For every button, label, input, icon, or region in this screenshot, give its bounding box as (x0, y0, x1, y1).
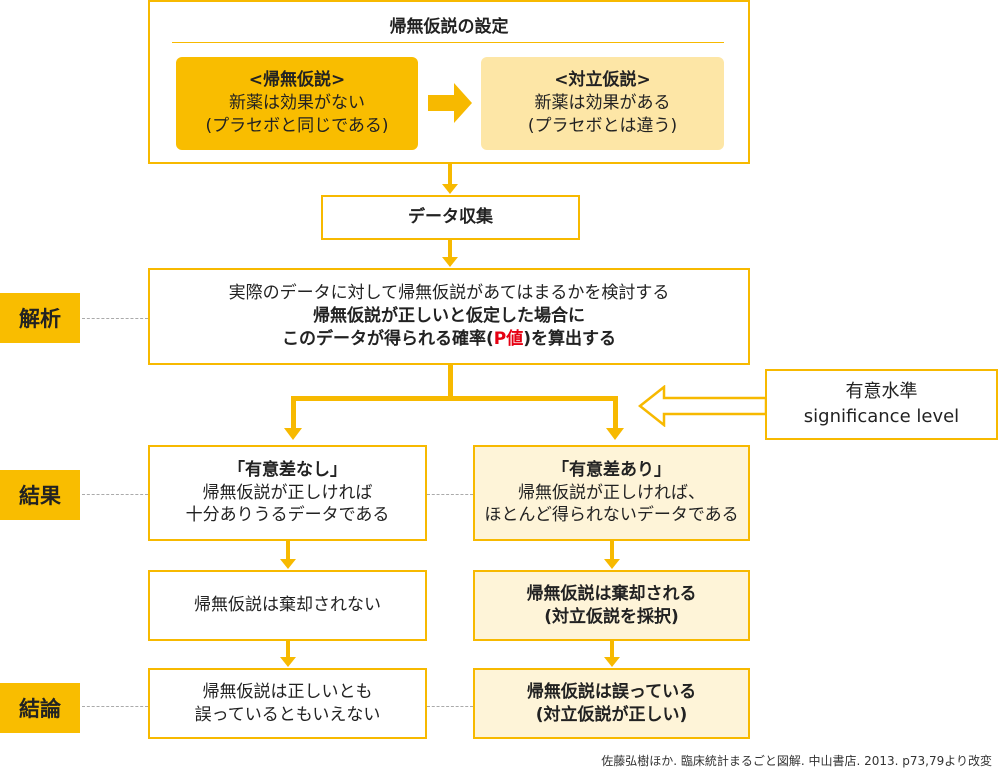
left-result-head: 「有意差なし」 (228, 459, 347, 480)
branch-left (291, 396, 296, 430)
connector (448, 164, 452, 184)
null-heading: <帰無仮説> (248, 70, 346, 91)
left-result-l1: 帰無仮説が正しければ (202, 482, 373, 503)
data-collection-label: データ収集 (408, 207, 493, 228)
left-decision: 帰無仮説は棄却されない (194, 595, 381, 616)
alternative-hypothesis-box: <対立仮説> 新薬は効果がある (プラセボとは違う) (481, 57, 724, 150)
connector (610, 641, 614, 658)
data-collection-box: データ収集 (321, 195, 580, 240)
left-concl-l2: 誤っているともいえない (194, 704, 381, 725)
left-concl-l1: 帰無仮説は正しいとも (202, 681, 373, 702)
connector (610, 541, 614, 560)
dashed-line (82, 318, 148, 319)
right-decision-l2: (対立仮説を採択) (544, 606, 679, 627)
dashed-line (427, 494, 473, 495)
arrow-down-icon (280, 559, 296, 569)
right-arrow-icon (428, 83, 472, 123)
label-conclusion: 結論 (0, 683, 80, 733)
label-analysis: 解析 (0, 293, 80, 343)
arrow-down-icon (442, 257, 458, 267)
right-concl-l2: (対立仮説が正しい) (535, 704, 688, 725)
not-rejected-box: 帰無仮説は棄却されない (148, 570, 427, 641)
alt-line2: (プラセボとは違う) (527, 115, 678, 136)
p-value-label: P値 (493, 328, 524, 349)
no-significant-difference-box: 「有意差なし」 帰無仮説が正しければ 十分ありうるデータである (148, 445, 427, 541)
analysis-line2: 帰無仮説が正しいと仮定した場合に (313, 306, 585, 327)
right-decision-l1: 帰無仮説は棄却される (526, 583, 697, 604)
null-line1: 新薬は効果がない (229, 93, 365, 114)
analysis-line3-a: このデータが得られる確率( (281, 328, 494, 349)
divider (172, 42, 724, 43)
left-conclusion-box: 帰無仮説は正しいとも 誤っているともいえない (148, 668, 427, 739)
alt-heading: <対立仮説> (554, 70, 651, 91)
branch-bar (291, 396, 618, 401)
significance-jp: 有意水準 (845, 381, 918, 403)
right-result-head: 「有意差あり」 (552, 459, 671, 480)
hollow-left-arrow-icon (638, 385, 768, 427)
right-concl-l1: 帰無仮説は誤っている (526, 681, 697, 702)
left-result-l2: 十分ありうるデータである (185, 505, 390, 526)
null-hypothesis-box: <帰無仮説> 新薬は効果がない (プラセボと同じである) (176, 57, 418, 150)
significance-en: significance level (803, 405, 960, 427)
arrow-down-icon (606, 428, 624, 440)
arrow-down-icon (604, 657, 620, 667)
rejected-box: 帰無仮説は棄却される (対立仮説を採択) (473, 570, 750, 641)
connector (448, 240, 452, 258)
right-conclusion-box: 帰無仮説は誤っている (対立仮説が正しい) (473, 668, 750, 739)
right-result-l2: ほとんど得られないデータである (484, 505, 739, 526)
arrow-down-icon (442, 184, 458, 194)
significant-difference-box: 「有意差あり」 帰無仮説が正しければ、 ほとんど得られないデータである (473, 445, 750, 541)
arrow-down-icon (284, 428, 302, 440)
citation: 佐藤弘樹ほか. 臨床統計まるごと図解. 中山書店. 2013. p73,79より… (601, 754, 992, 768)
analysis-line1: 実際のデータに対して帰無仮説があてはまるかを検討する (228, 283, 670, 304)
label-result: 結果 (0, 470, 80, 520)
setup-title: 帰無仮説の設定 (389, 17, 509, 37)
right-result-l1: 帰無仮説が正しければ、 (518, 482, 705, 503)
analysis-box: 実際のデータに対して帰無仮説があてはまるかを検討する 帰無仮説が正しいと仮定した… (148, 268, 750, 365)
analysis-line3-b: )を算出する (523, 328, 617, 349)
alt-line1: 新薬は効果がある (534, 93, 671, 114)
connector (286, 541, 290, 560)
significance-level-box: 有意水準 significance level (765, 369, 998, 440)
connector (286, 641, 290, 658)
dashed-line (427, 706, 473, 707)
branch-right (613, 396, 618, 430)
branch-stem (448, 365, 453, 400)
analysis-line3: このデータが得られる確率(P値)を算出する (282, 328, 616, 351)
arrow-down-icon (604, 559, 620, 569)
arrow-down-icon (280, 657, 296, 667)
null-line2: (プラセボと同じである) (205, 115, 389, 136)
dashed-line (82, 494, 148, 495)
dashed-line (82, 706, 148, 707)
